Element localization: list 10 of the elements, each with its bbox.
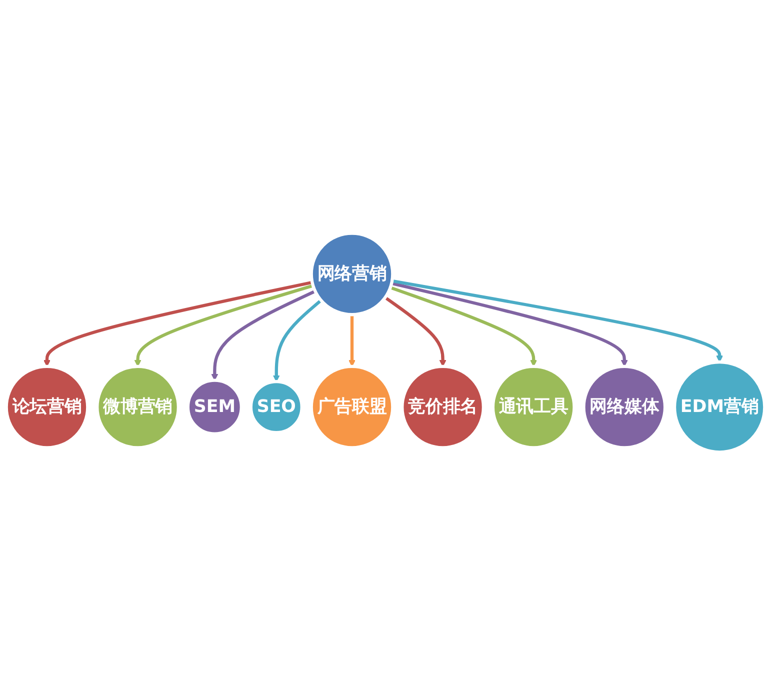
arrow [348, 314, 356, 367]
arrow [272, 299, 322, 382]
arrow [134, 284, 314, 367]
arrow [390, 286, 538, 367]
arrow [44, 281, 313, 367]
arrow [392, 280, 724, 363]
node-circle: 网络营销 [310, 232, 394, 316]
arrow [384, 296, 446, 367]
arrow [211, 290, 316, 381]
arrow [391, 282, 628, 367]
